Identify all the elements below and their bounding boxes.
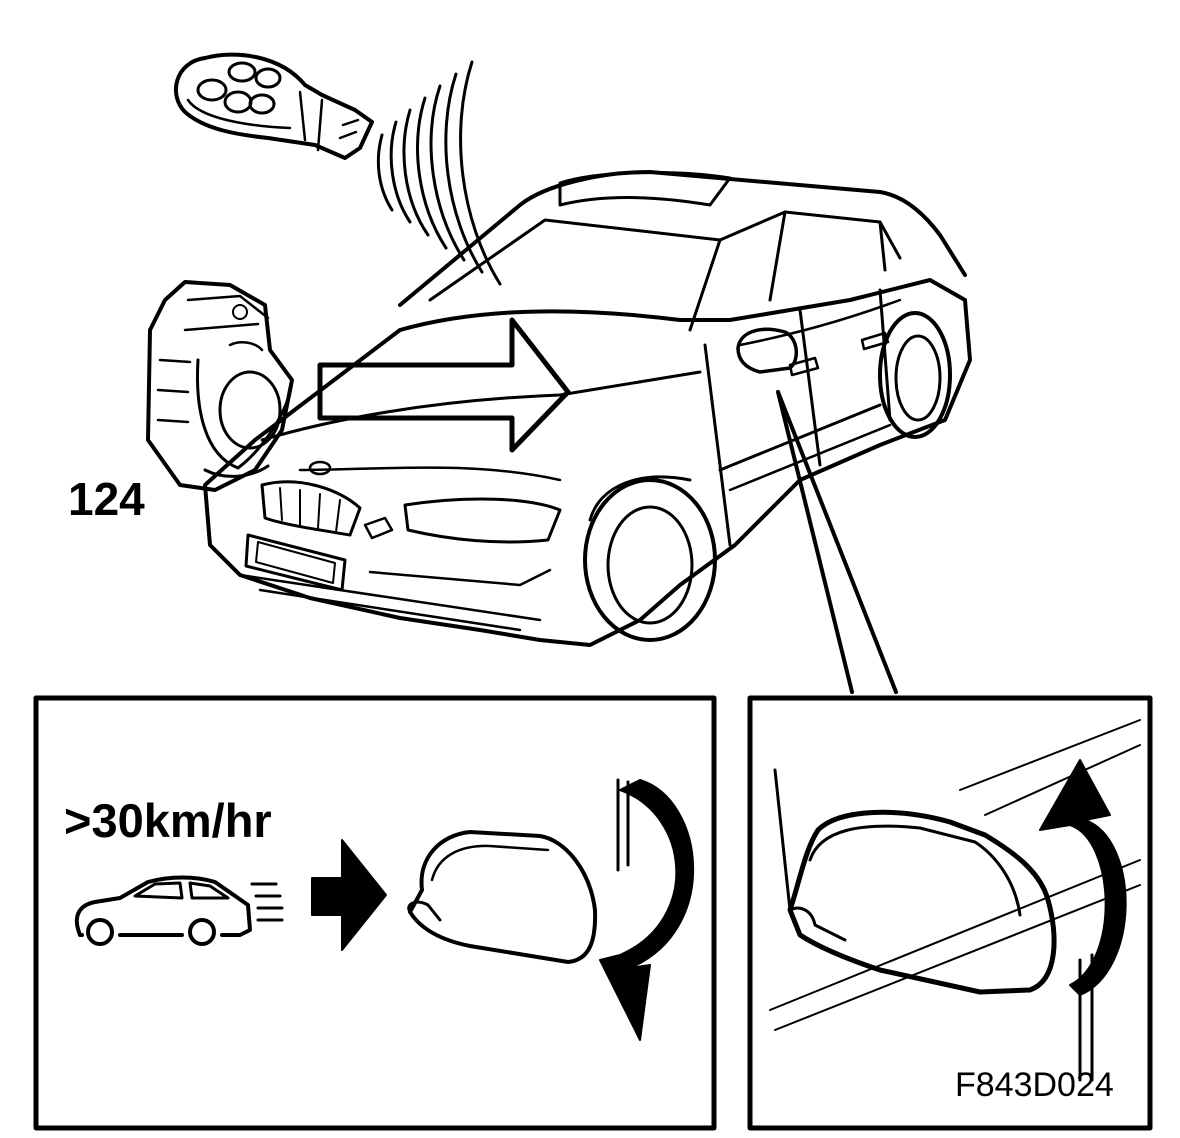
speed-condition-label: >30km/hr — [64, 794, 272, 847]
curved-fold-arrow-icon — [599, 778, 695, 1041]
curved-unfold-arrow-icon — [1039, 759, 1127, 1082]
figure-code-label: F843D024 — [955, 1066, 1114, 1104]
signal-waves-icon — [376, 60, 502, 286]
part-number-label: 124 — [68, 473, 145, 525]
remote-key-fob-icon — [174, 52, 374, 160]
sedan-car-icon — [203, 170, 972, 647]
arrow-right-icon — [311, 839, 387, 951]
arrow-right-icon — [317, 317, 571, 453]
detail-pointer-lines — [776, 390, 898, 694]
mirror-detail-panel — [747, 695, 1153, 1131]
side-mirror-icon — [773, 768, 1057, 995]
side-mirror-icon — [407, 830, 598, 964]
speed-fold-panel — [33, 695, 717, 1131]
door-panel-lines — [769, 719, 1141, 1031]
moving-car-icon — [74, 875, 284, 946]
control-module-124-icon — [146, 280, 294, 492]
